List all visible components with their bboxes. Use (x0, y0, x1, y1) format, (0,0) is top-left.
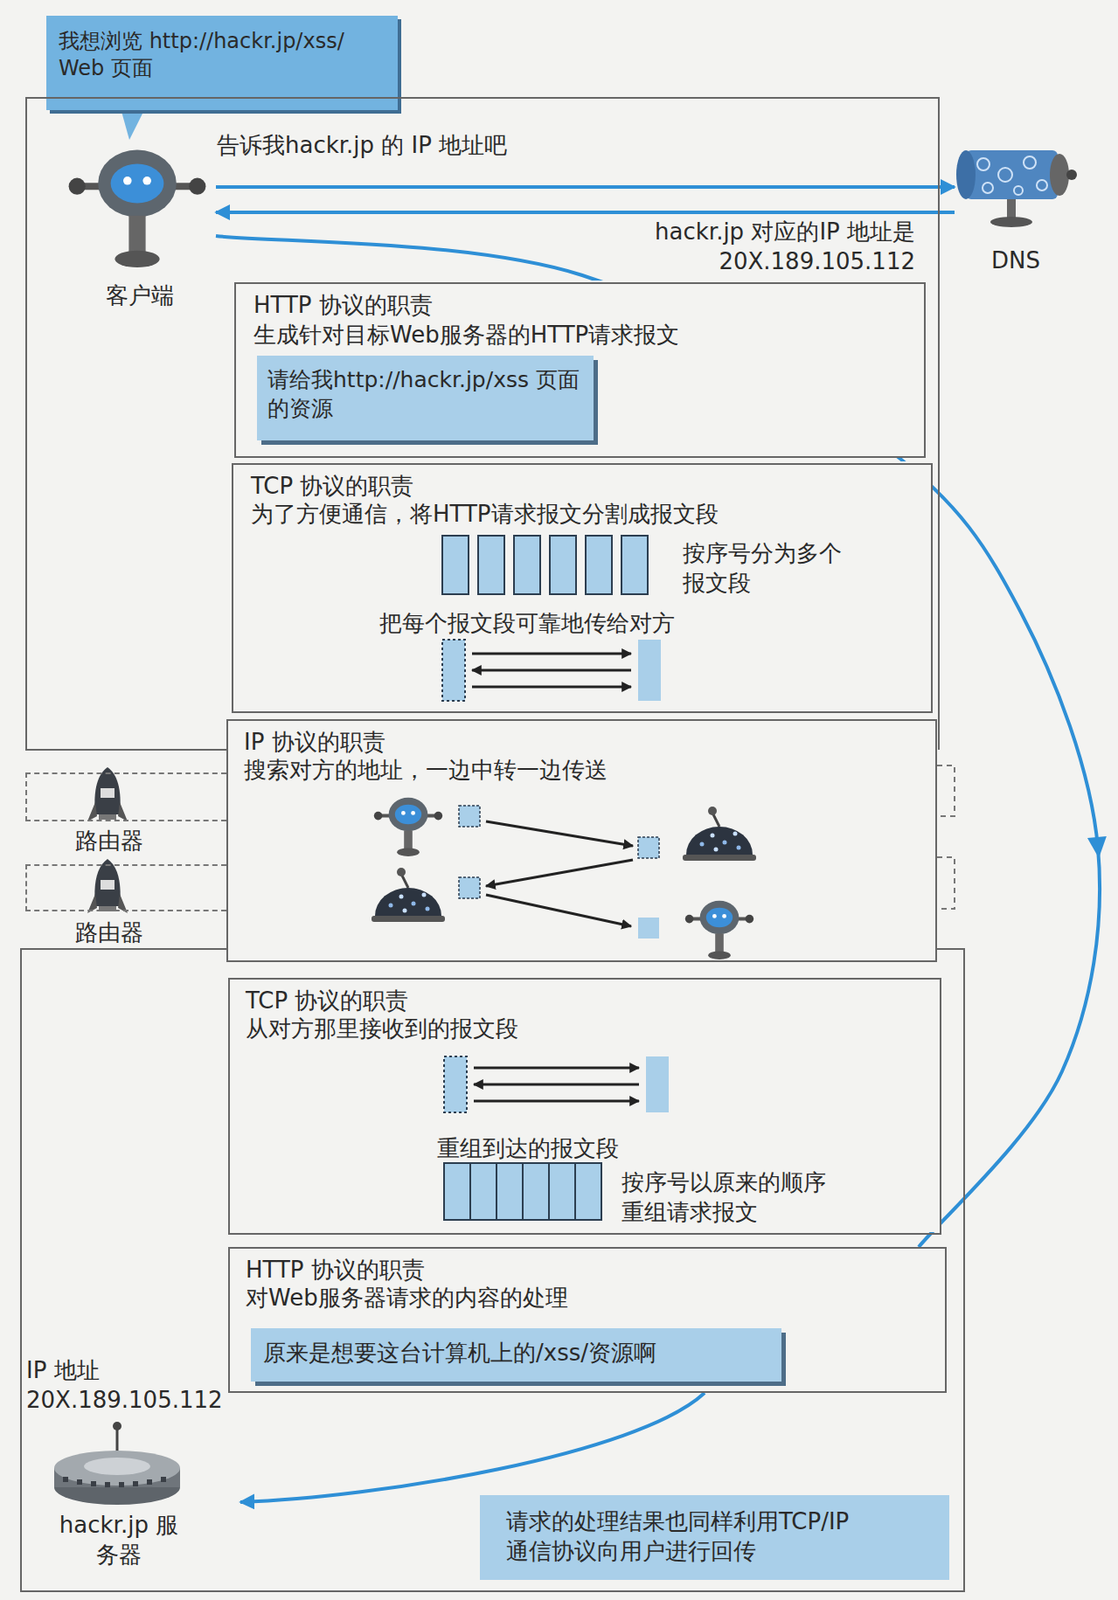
speech-bubble: 我想浏览 http://hackr.jp/xss/ Web 页面 (46, 15, 398, 111)
box-heading: 请求的处理结果也同样利用TCP/IP 通信协议向用户进行回传 (506, 1507, 869, 1568)
client-region: 客户端 HTTP 协议的职责生成针对目标Web服务器的HTTP请求报文请给我htt… (25, 97, 940, 750)
layer-box: TCP 协议的职责从对方那里接收到的报文段重组到达的报文段按序号以原来的顺序 重… (228, 978, 942, 1236)
box-heading: 原来是想要这台计算机上的/xss/资源啊 (263, 1339, 771, 1369)
box-text: 为了方便通信，将HTTP请求报文分割成报文段 (250, 499, 916, 530)
ip-relay (371, 798, 757, 960)
connector (215, 185, 955, 189)
box-text: 生成针对目标Web服务器的HTTP请求报文 (253, 320, 901, 351)
box-ground (226, 280, 945, 1394)
router-icon (87, 767, 128, 822)
edge-label: 告诉我hackr.jp 的 IP 地址吧 (214, 131, 674, 161)
message-box: 原来是想要这台计算机上的/xss/资源啊 (250, 1328, 782, 1382)
edge-label: hackr.jp 对应的IP 地址是 20X.189.105.112 (611, 217, 918, 278)
bubble-tail (120, 108, 146, 140)
router-node: 路由器 (25, 864, 227, 912)
dns-node: DNS (954, 139, 1077, 280)
server-node: IP 地址 20X.189.105.112 hackr.jp 服务器 (26, 1356, 241, 1580)
box-heading: TCP 协议的职责 (245, 986, 910, 1017)
layer-box: HTTP 协议的职责对Web服务器请求的内容的处理原来是想要这台计算机上的/xs… (228, 1247, 947, 1394)
client-node: 客户端 (62, 150, 216, 313)
note-box: 请求的处理结果也同样利用TCP/IP 通信协议向用户进行回传 (479, 1495, 950, 1581)
layer-box: TCP 协议的职责为了方便通信，将HTTP请求报文分割成报文段按序号分为多个 报… (231, 463, 933, 714)
box-text: 重组到达的报文段 (437, 1134, 700, 1165)
connector (240, 1393, 705, 1503)
router-icon (87, 859, 128, 914)
layer-box: HTTP 协议的职责生成针对目标Web服务器的HTTP请求报文请给我http:/… (234, 282, 926, 459)
box-heading: IP 地址 20X.189.105.112 (26, 1356, 241, 1417)
box-heading: DNS (954, 246, 1077, 277)
client-icon (69, 150, 207, 268)
box-heading: HTTP 协议的职责 (253, 291, 901, 321)
box-text: 从对方那里接收到的报文段 (245, 1014, 910, 1045)
router-node: 路由器 (25, 772, 227, 822)
box-heading: IP 协议的职责 (243, 728, 909, 758)
connector (215, 210, 955, 215)
box-text: hackr.jp 服务器 (53, 1511, 185, 1571)
box-text: 按序号分为多个 报文段 (682, 539, 854, 599)
server-icon (54, 1422, 181, 1506)
box-heading: 路由器 (61, 918, 158, 949)
box-text: 对Web服务器请求的内容的处理 (245, 1284, 910, 1314)
box-heading: TCP 协议的职责 (250, 472, 916, 502)
router-bracket (937, 765, 955, 910)
box-heading: HTTP 协议的职责 (245, 1256, 910, 1286)
arrowhead (1087, 836, 1107, 859)
box-heading: 我想浏览 http://hackr.jp/xss/ Web 页面 (58, 27, 389, 83)
box-heading: 请给我http://hackr.jp/xss 页面的资源 (267, 366, 584, 424)
dns-icon (956, 150, 1077, 228)
box-heading: 路由器 (61, 826, 158, 857)
box-heading: 客户端 (62, 281, 216, 312)
server-region: IP 地址 20X.189.105.112 hackr.jp 服务器 TCP 协议的… (20, 949, 966, 1593)
box-text: 把每个报文段可靠地传给对方 (379, 609, 817, 639)
layer-box: IP 协议的职责搜索对方的地址，一边中转一边传送 (226, 719, 938, 963)
box-text: 搜索对方的地址，一边中转一边传送 (243, 756, 909, 786)
connector (215, 236, 1100, 1248)
box-text: 按序号以原来的顺序 重组请求报文 (621, 1168, 836, 1229)
message-box: 请给我http://hackr.jp/xss 页面的资源 (256, 355, 594, 441)
